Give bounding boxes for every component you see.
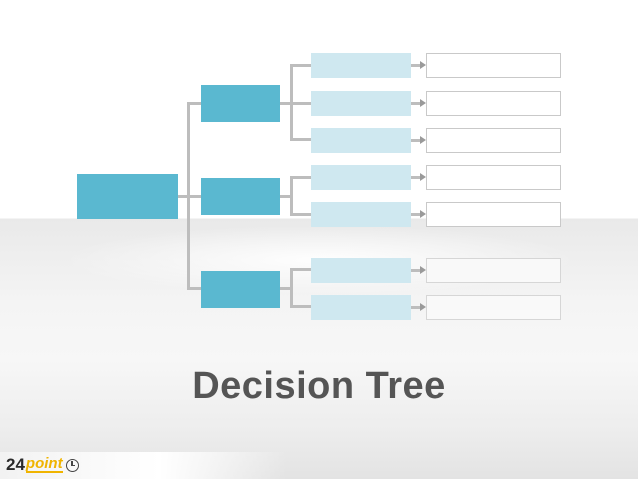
leaf-node-2-2 [311, 202, 411, 227]
connector-branch-2-leaf-1 [290, 176, 311, 179]
connector-branch-1-leaf-3 [290, 138, 311, 141]
arrow-icon [420, 61, 426, 69]
connector-outcome-4 [411, 176, 421, 179]
connector-branch-2-vertical [290, 176, 293, 216]
clock-icon [65, 458, 79, 472]
leaf-node-1-1 [311, 53, 411, 78]
connector-branch-1-stub [280, 102, 292, 105]
arrow-icon [420, 266, 426, 274]
outcome-box-7 [426, 295, 561, 320]
connector-branch-3-stub [280, 287, 292, 290]
connector-branch-2-leaf-2 [290, 213, 311, 216]
leaf-node-3-1 [311, 258, 411, 283]
outcome-box-5 [426, 202, 561, 227]
connector-branch-3-leaf-2 [290, 305, 311, 308]
connector-branch-1-leaf-1 [290, 64, 311, 67]
branch-node-2 [201, 178, 280, 215]
leaf-node-3-2 [311, 295, 411, 320]
connector-outcome-3 [411, 139, 421, 142]
connector-trunk-branch-2 [187, 195, 201, 198]
arrow-icon [420, 303, 426, 311]
connector-root-trunk [178, 195, 189, 198]
leaf-node-1-2 [311, 91, 411, 116]
connector-outcome-1 [411, 64, 421, 67]
slide-title: Decision Tree [192, 365, 446, 407]
connector-outcome-5 [411, 213, 421, 216]
leaf-node-1-3 [311, 128, 411, 153]
arrow-icon [420, 173, 426, 181]
arrow-icon [420, 99, 426, 107]
connector-outcome-7 [411, 306, 421, 309]
footer-bar [0, 452, 638, 479]
connector-trunk-branch-1 [187, 102, 201, 105]
connector-branch-2-stub [280, 195, 292, 198]
branch-node-1 [201, 85, 280, 122]
outcome-box-3 [426, 128, 561, 153]
brand-logo: 24 point [6, 455, 79, 475]
arrow-icon [420, 210, 426, 218]
connector-branch-1-leaf-2 [290, 102, 311, 105]
connector-outcome-2 [411, 102, 421, 105]
arrow-icon [420, 136, 426, 144]
leaf-node-2-1 [311, 165, 411, 190]
logo-number: 24 [6, 455, 25, 474]
outcome-box-6 [426, 258, 561, 283]
connector-branch-3-leaf-1 [290, 268, 311, 271]
outcome-box-4 [426, 165, 561, 190]
connector-trunk-branch-3 [187, 287, 201, 290]
root-node [77, 174, 178, 219]
outcome-box-1 [426, 53, 561, 78]
connector-outcome-6 [411, 269, 421, 272]
outcome-box-2 [426, 91, 561, 116]
branch-node-3 [201, 271, 280, 308]
connector-branch-3-vertical [290, 268, 293, 308]
logo-word: point [25, 455, 63, 473]
